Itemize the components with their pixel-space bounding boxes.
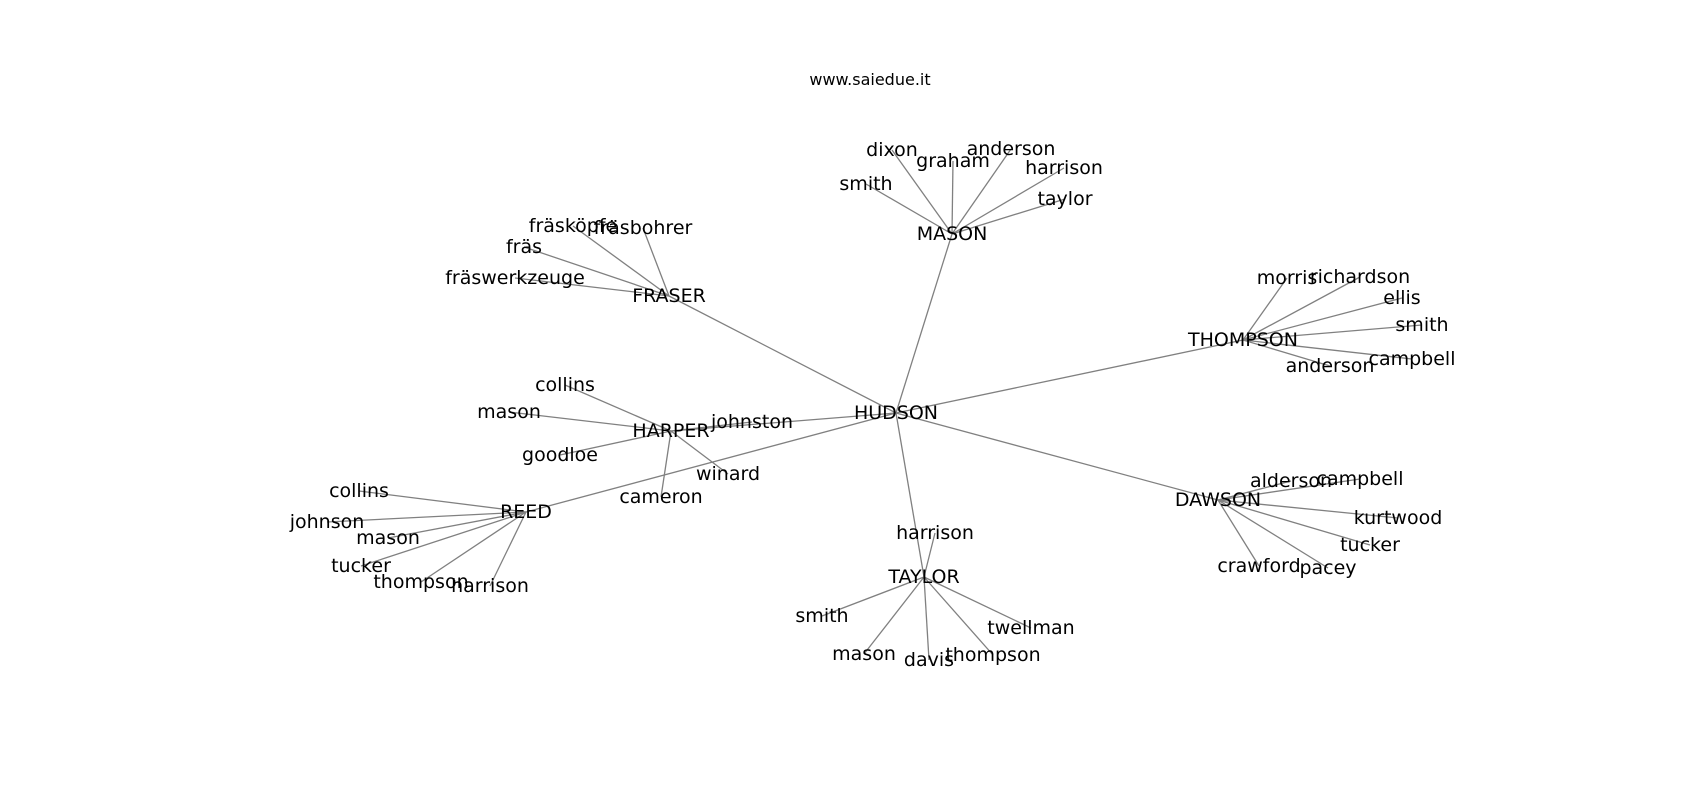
node-label-fraser-fras: fräs [506, 236, 542, 258]
node-label-harper-johnston: johnston [710, 411, 793, 433]
edge-dawson-dawson-pacey [1217, 499, 1329, 569]
edge-harper-harper-johnston [670, 421, 753, 432]
edge-fraser-fraser-fras [523, 246, 670, 297]
node-label-mason-taylor: taylor [1037, 188, 1092, 210]
edge-harper-harper-winard [670, 430, 729, 475]
node-label-mason-anderson: anderson [967, 138, 1056, 160]
node-label-taylor-smith: smith [795, 605, 848, 627]
edge-dawson-dawson-alderson [1217, 480, 1292, 501]
edge-reed-reed-harrison [489, 511, 527, 587]
edge-thompson-thompson-anderson [1242, 339, 1331, 367]
node-label-thompson: THOMPSON [1187, 329, 1298, 351]
edge-hudson-harper [670, 412, 897, 432]
edge-thompson-thompson-morris [1242, 277, 1288, 341]
node-label-reed-harrison: harrison [451, 575, 529, 597]
edge-hudson-dawson [895, 412, 1219, 501]
graph-edges [326, 148, 1423, 661]
edge-hudson-mason [895, 233, 953, 414]
node-label-reed-collins: collins [329, 480, 389, 502]
node-label-fraser-frasbohrer: fräsbohrer [594, 217, 693, 239]
node-label-harper-mason: mason [477, 401, 541, 423]
node-label-hudson: HUDSON [854, 402, 938, 424]
edge-mason-mason-dixon [891, 149, 953, 235]
edge-mason-mason-smith [865, 183, 953, 235]
node-label-dawson-tucker: tucker [1340, 534, 1400, 556]
node-label-reed-johnson: johnson [289, 511, 365, 533]
edge-thompson-thompson-smith [1242, 324, 1423, 341]
node-label-dawson-pacey: pacey [1299, 557, 1356, 579]
node-label-reed-thompson: thompson [373, 571, 468, 593]
edge-hudson-reed [525, 412, 897, 513]
node-label-thompson-anderson: anderson [1286, 355, 1375, 377]
edge-reed-reed-collins [358, 490, 527, 513]
node-label-taylor-thompson: thompson [945, 644, 1040, 666]
edge-fraser-fraser-fraswerkzeuge [514, 277, 670, 297]
node-label-thompson-morris: morris [1257, 267, 1318, 289]
edge-harper-harper-cameron [660, 430, 672, 498]
node-label-reed-mason: mason [356, 527, 420, 549]
edge-harper-harper-collins [564, 384, 672, 432]
header-text: www.saiedue.it [809, 70, 931, 89]
node-label-thompson-ellis: ellis [1383, 287, 1420, 309]
edge-mason-mason-anderson [951, 148, 1012, 235]
edge-hudson-fraser [668, 295, 897, 414]
edge-hudson-thompson [895, 339, 1244, 414]
edge-taylor-taylor-harrison [923, 532, 936, 578]
edge-thompson-thompson-richardson [1242, 276, 1361, 341]
node-label-taylor-mason: mason [832, 643, 896, 665]
edge-fraser-fraser-fraskopfe [572, 225, 670, 297]
node-label-taylor-davis: davis [904, 649, 954, 671]
node-label-taylor: TAYLOR [887, 566, 959, 588]
node-label-harper-winard: winard [696, 463, 760, 485]
edge-dawson-dawson-campbell [1217, 478, 1361, 501]
node-label-mason-harrison: harrison [1025, 157, 1103, 179]
edge-fraser-fraser-frasbohrer [642, 227, 670, 297]
edge-dawson-dawson-tucker [1217, 499, 1371, 546]
node-label-taylor-twellman: twellman [987, 617, 1074, 639]
node-label-dawson-alderson: alderson [1250, 470, 1332, 492]
node-label-mason: MASON [917, 223, 988, 245]
edge-mason-mason-taylor [951, 198, 1066, 235]
node-label-reed-tucker: tucker [331, 555, 391, 577]
node-label-harper-cameron: cameron [619, 486, 702, 508]
edge-reed-reed-tucker [360, 511, 527, 567]
edge-taylor-taylor-twellman [923, 576, 1032, 629]
edge-taylor-taylor-davis [923, 576, 930, 661]
node-label-dawson-campbell: campbell [1317, 468, 1404, 490]
edge-mason-mason-graham [951, 160, 954, 235]
edge-harper-harper-mason [508, 411, 672, 432]
node-label-dawson-crawford: crawford [1217, 555, 1300, 577]
node-label-harper-collins: collins [535, 374, 595, 396]
edge-thompson-thompson-campbell [1242, 339, 1413, 360]
node-label-thompson-smith: smith [1395, 314, 1448, 336]
graph-nodes: HUDSON MASON FRASER THOMPSON HARPER REED TAYLO… [289, 138, 1456, 671]
node-label-dawson-kurtwood: kurtwood [1354, 507, 1443, 529]
node-label-harper: HARPER [632, 420, 709, 442]
edge-mason-mason-harrison [951, 167, 1065, 235]
edge-harper-harper-goodloe [559, 430, 672, 456]
node-label-reed: REED [500, 501, 552, 523]
node-label-mason-graham: graham [916, 150, 990, 172]
edge-taylor-taylor-smith [821, 576, 925, 617]
edge-hudson-taylor [895, 412, 925, 578]
edge-dawson-dawson-crawford [1217, 499, 1260, 567]
edge-taylor-taylor-thompson [923, 576, 994, 656]
node-label-dawson: DAWSON [1175, 489, 1261, 511]
node-label-mason-smith: smith [839, 173, 892, 195]
node-label-taylor-harrison: harrison [896, 522, 974, 544]
node-label-thompson-richardson: richardson [1310, 266, 1410, 288]
node-label-thompson-campbell: campbell [1369, 348, 1456, 370]
node-label-fraser-fraswerkzeuge: fräswerkzeuge [445, 267, 585, 289]
node-label-mason-dixon: dixon [866, 139, 918, 161]
edge-reed-reed-mason [387, 511, 527, 539]
edge-taylor-taylor-mason [863, 576, 925, 655]
edge-dawson-dawson-kurtwood [1217, 499, 1399, 519]
node-label-harper-goodloe: goodloe [522, 444, 598, 466]
edge-reed-reed-johnson [326, 511, 527, 523]
node-label-fraser: FRASER [632, 285, 706, 307]
edge-thompson-thompson-ellis [1242, 297, 1403, 341]
edge-reed-reed-thompson [420, 511, 527, 583]
node-label-fraser-fraskopfe: fräsköpfe [529, 215, 617, 237]
